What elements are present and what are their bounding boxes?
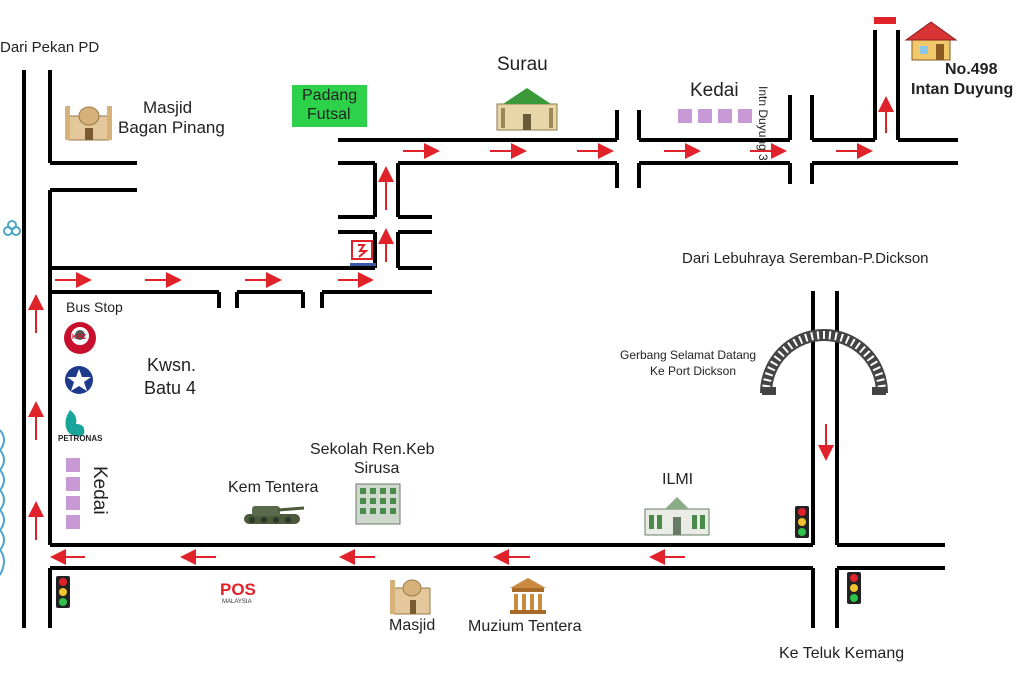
dari-lebuhraya-label: Dari Lebuhraya Seremban-P.Dickson bbox=[682, 250, 929, 267]
kem-tentera-label: Kem Tentera bbox=[228, 479, 319, 496]
masjid-bagan-pinang-label-2: Bagan Pinang bbox=[118, 118, 225, 137]
petronas-logo bbox=[65, 410, 85, 437]
ilmi-label: ILMI bbox=[662, 471, 694, 488]
ke-teluk-kemang-label: Ke Teluk Kemang bbox=[779, 645, 905, 662]
intan-duyung-label: Intan Duyung bbox=[911, 81, 1014, 98]
mosque-icon bbox=[65, 106, 112, 141]
school-icon bbox=[355, 483, 401, 525]
gerbang-label: Gerbang Selamat Datang bbox=[620, 348, 757, 362]
kedai-top-label: Kedai bbox=[690, 80, 739, 101]
traffic-light-icon bbox=[847, 572, 861, 604]
edge-decoration bbox=[0, 220, 21, 576]
kedai-left-label: Kedai bbox=[89, 466, 110, 515]
muzium-label: Muzium Tentera bbox=[468, 618, 582, 635]
building-icon bbox=[496, 88, 558, 131]
mosque-icon bbox=[390, 579, 431, 615]
masjid-bottom-label: Masjid bbox=[389, 617, 436, 634]
kfc-logo bbox=[64, 322, 96, 354]
padang-futsal-label-2: Futsal bbox=[307, 106, 351, 123]
tank-icon bbox=[244, 506, 305, 524]
pos-sub-label: MALAYSIA bbox=[222, 599, 252, 605]
traffic-light-icon bbox=[56, 576, 70, 608]
padang-futsal-box bbox=[292, 85, 367, 127]
destination-marker bbox=[874, 17, 896, 24]
kwsn-label-2: Batu 4 bbox=[144, 378, 197, 398]
sekolah-label: Sekolah Ren.Keb bbox=[310, 441, 435, 458]
kwsn-label: Kwsn. bbox=[147, 355, 197, 375]
roads bbox=[22, 30, 958, 628]
house-icon bbox=[904, 21, 958, 61]
dari-pekan-pd-label: Dari Pekan PD bbox=[0, 39, 100, 56]
direction-arrows bbox=[28, 96, 894, 565]
pos-logo: POS bbox=[220, 580, 256, 599]
bus-stop-label: Bus Stop bbox=[66, 299, 123, 315]
petronas-label: PETRONAS bbox=[58, 434, 103, 443]
traffic-light-icon bbox=[795, 506, 809, 538]
ilmi-building-icon bbox=[644, 497, 710, 536]
kfc-label: KFC bbox=[72, 334, 87, 341]
gate-arch-icon bbox=[760, 329, 888, 395]
kedai-left-blocks bbox=[66, 458, 80, 529]
fuel-station-icon bbox=[350, 240, 376, 266]
sekolah-label-2: Sirusa bbox=[354, 460, 400, 477]
padang-futsal-label: Padang bbox=[302, 87, 358, 104]
star-logo bbox=[65, 366, 93, 394]
kedai-top-blocks bbox=[678, 109, 752, 123]
museum-icon bbox=[510, 578, 546, 614]
masjid-bagan-pinang-label: Masjid bbox=[143, 98, 193, 117]
surau-label: Surau bbox=[497, 54, 548, 75]
no498-label: No.498 bbox=[945, 61, 998, 78]
gerbang-label-2: Ke Port Dickson bbox=[650, 364, 737, 378]
intan-duyung-3-label: Intn Duyung 3 bbox=[756, 86, 770, 161]
